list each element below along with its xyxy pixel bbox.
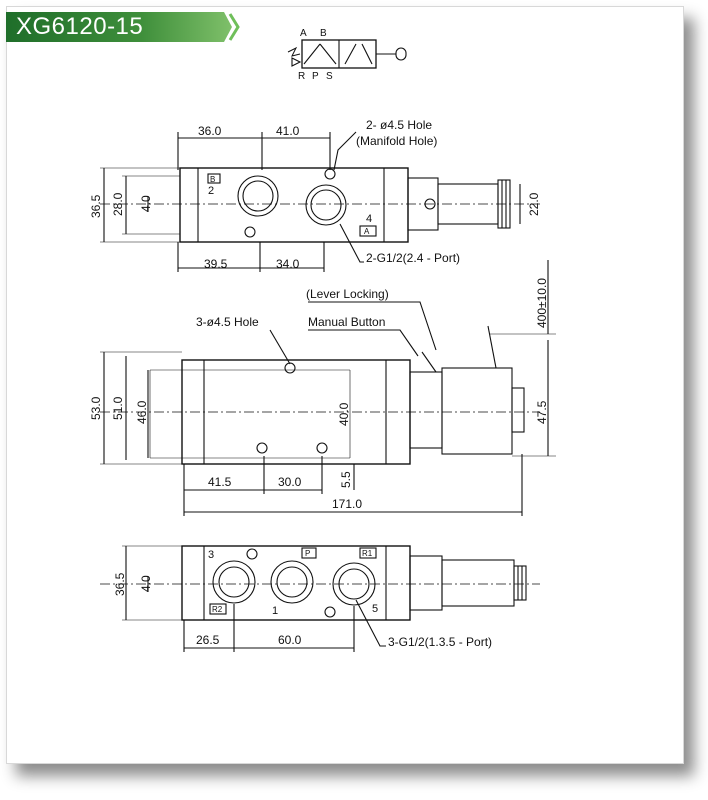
dim-bottom-36-5: 36.5 (113, 572, 127, 596)
dim-30: 30.0 (278, 475, 302, 489)
model-title: XG6120-15 (16, 13, 144, 40)
dim-41-5: 41.5 (208, 475, 232, 489)
dim-60: 60.0 (278, 633, 302, 647)
port-2-label: 2 (208, 185, 214, 197)
drawing-card (6, 6, 684, 764)
symbol-port-r: R (298, 71, 305, 82)
side-hole-note: 3-ø4.5 Hole (196, 315, 259, 329)
model-banner: XG6120-15 (6, 10, 242, 44)
dim-34: 34.0 (276, 257, 300, 271)
dim-36: 36.0 (198, 124, 222, 138)
dim-40: 40.0 (337, 402, 351, 426)
side-view: (Lever Locking) Manual Button 3-ø4.5 Hol… (89, 260, 556, 516)
dim-22: 22.0 (527, 192, 541, 216)
port-note-bottom: 3-G1/2(1.3.5 - Port) (388, 635, 492, 649)
banner-shape (6, 12, 240, 42)
port-a-tag: A (364, 227, 370, 236)
dim-36-5: 36.5 (89, 194, 103, 218)
pneumatic-symbol: A B R P S (287, 28, 407, 82)
port-b-tag: B (210, 175, 215, 184)
symbol-port-a: A (300, 28, 307, 39)
symbol-port-s: S (326, 71, 333, 82)
manifold-hole-note-2: (Manifold Hole) (356, 134, 437, 148)
dim-26-5: 26.5 (196, 633, 220, 647)
dim-bottom-4: 4.0 (139, 575, 153, 592)
dim-39-5: 39.5 (204, 257, 228, 271)
dim-400: 400±10.0 (535, 278, 549, 328)
manual-button-note: Manual Button (308, 315, 385, 329)
dim-51: 51.0 (111, 396, 125, 420)
dim-5-5: 5.5 (339, 471, 353, 488)
bottom-view: 36.5 4.0 26.5 60.0 3 1 5 P R1 R2 3-G1/2(… (100, 545, 540, 652)
symbol-port-b: B (320, 28, 327, 39)
symbol-port-p: P (312, 71, 319, 82)
lever-locking-note: (Lever Locking) (306, 287, 389, 301)
dim-171: 171.0 (332, 497, 362, 511)
top-view: 36.0 41.0 36.5 28.0 4.0 22.0 39.5 34.0 2… (89, 118, 541, 272)
port-p-tag: P (305, 549, 310, 558)
port-4-label: 4 (366, 213, 372, 225)
port-note-top: 2-G1/2(2.4 - Port) (366, 251, 460, 265)
manifold-hole-note: 2- ø4.5 Hole (366, 118, 432, 132)
port-r1-tag: R1 (362, 549, 373, 558)
port-3-label: 3 (208, 549, 214, 561)
dim-46: 46.0 (135, 400, 149, 424)
dim-53: 53.0 (89, 396, 103, 420)
dim-41: 41.0 (276, 124, 300, 138)
port-5-label: 5 (372, 603, 378, 615)
port-r2-tag: R2 (212, 605, 223, 614)
dim-47-5: 47.5 (535, 400, 549, 424)
dim-28: 28.0 (111, 192, 125, 216)
port-1-label: 1 (272, 605, 278, 617)
dim-4: 4.0 (139, 195, 153, 212)
